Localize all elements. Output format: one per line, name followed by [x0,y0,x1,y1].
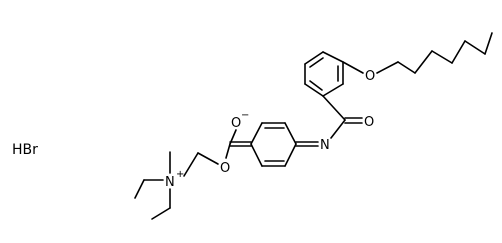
bond [451,40,466,64]
bond [322,83,344,97]
bond [284,143,297,167]
oxygen-atom-ester: O [220,161,230,176]
bond [414,50,433,74]
quinoid-ring [250,122,297,167]
oxygen-atom-carbonyl: O [364,115,374,130]
bond [151,207,171,220]
bond [250,122,263,145]
bond [284,122,297,145]
bond [250,143,263,167]
bond [225,143,231,159]
bond-inner [309,80,323,91]
oxygen-atom-ether: O [365,69,375,84]
nitrogen-atom-imine: N [320,138,330,153]
molecule-diagram: HBr O O N O [12,32,493,220]
bond [464,40,486,55]
nitrogen-atom-ammonium: N [165,175,175,190]
bond [304,83,324,97]
benzene-ring [304,51,344,97]
bond [229,129,237,145]
bond [376,61,399,74]
oxygen-atom-olate: O [231,116,241,131]
structure-canvas: HBr O O N O [12,32,493,220]
salt-label: HBr [12,142,38,158]
bond [183,152,199,177]
bond [397,61,416,74]
bond [322,51,344,63]
bond [330,119,346,139]
bond [484,32,493,55]
bond-inner [309,57,324,68]
bond [431,50,453,64]
negative-charge: − [241,110,249,121]
bond [197,152,219,165]
bond [342,61,364,74]
bond [134,179,145,199]
positive-charge: + [176,169,184,180]
bond [322,95,346,121]
bond [304,51,324,65]
